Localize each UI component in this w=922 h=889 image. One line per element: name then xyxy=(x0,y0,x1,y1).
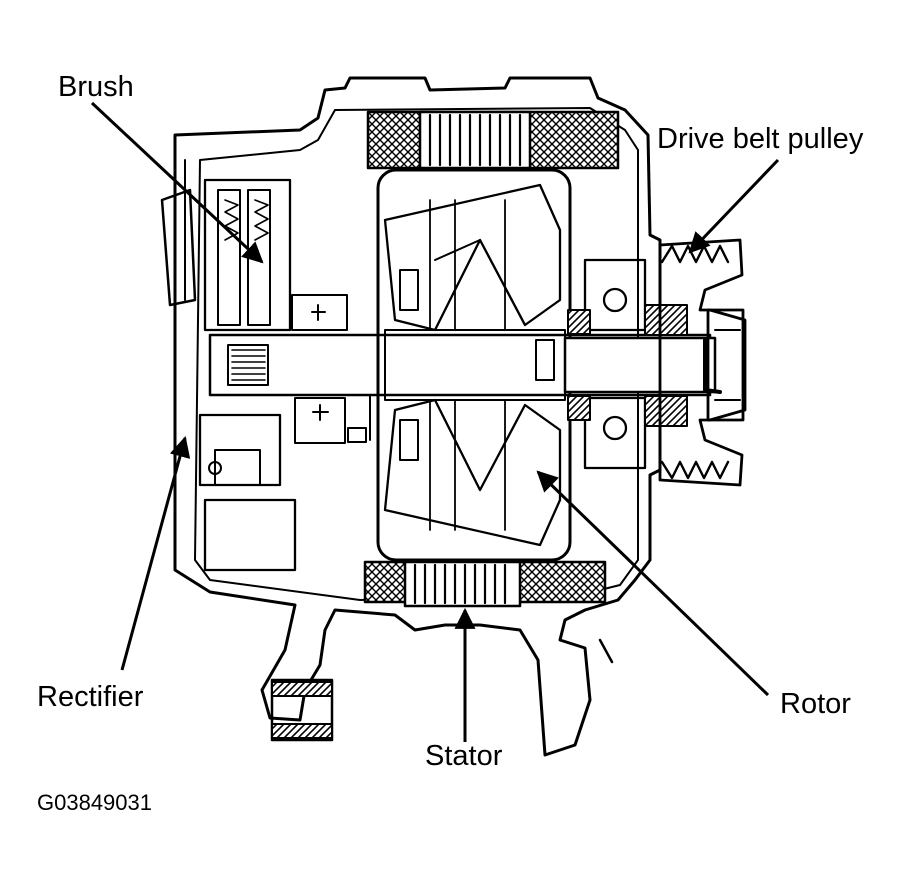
rectifier-label: Rectifier xyxy=(37,681,144,713)
housing-outline xyxy=(173,76,662,757)
figure-code: G03849031 xyxy=(37,790,152,815)
brush-label: Brush xyxy=(58,71,134,103)
rotor-label: Rotor xyxy=(780,688,851,720)
drive-belt-pulley-label: Drive belt pulley xyxy=(657,123,864,155)
rotor-body xyxy=(376,168,572,562)
stator-label: Stator xyxy=(425,740,503,772)
pulley-outline xyxy=(658,238,747,487)
